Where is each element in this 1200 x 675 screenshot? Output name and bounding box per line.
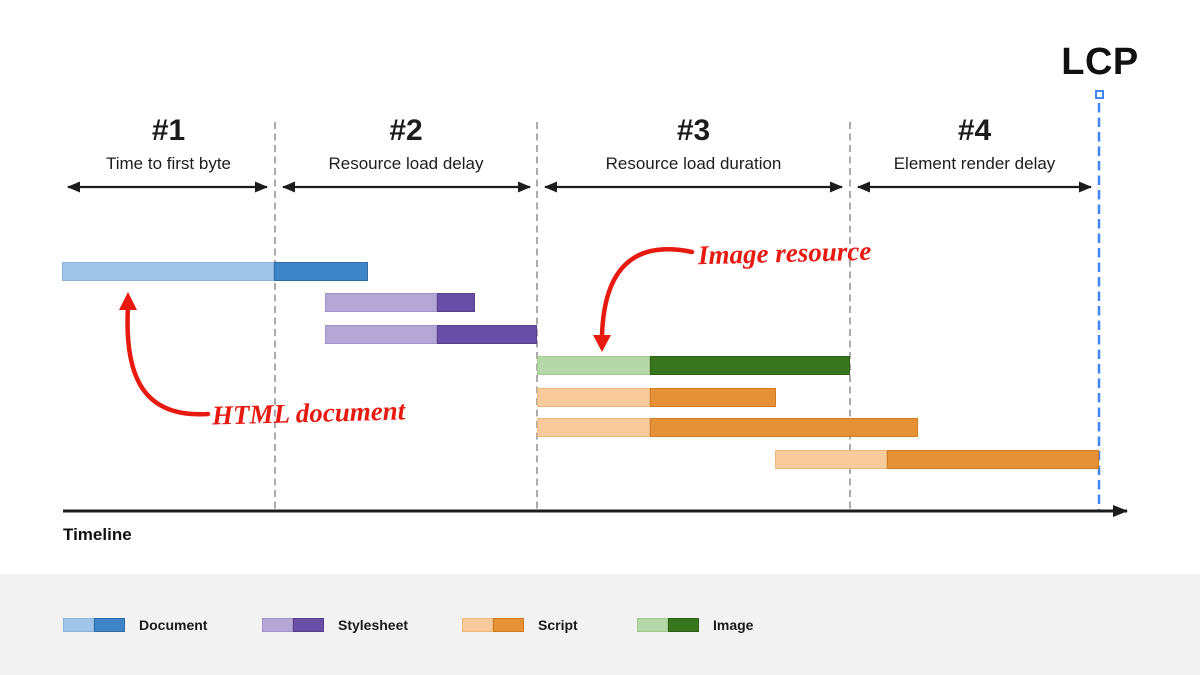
phase-number: #2 [389,114,423,147]
legend-swatch-dark [94,618,125,632]
phase-number: #3 [676,114,711,147]
script-bar [775,450,1099,469]
script-bar-light-segment [775,450,887,469]
document-bar-dark-segment [274,262,368,281]
lcp-marker-square [1095,90,1104,99]
phase-number: #1 [151,114,186,147]
legend-swatch-document [63,618,125,632]
document-bar-light-segment [62,262,274,281]
stylesheet-bar [325,293,475,312]
annotation-arrow-curve [599,247,695,339]
legend-label: Image [713,617,754,633]
stylesheet-bar-dark-segment [437,293,475,312]
legend-strip [0,574,1200,675]
legend-swatch-stylesheet [262,618,324,632]
legend-item-stylesheet: Stylesheet [262,615,408,635]
stylesheet-bar-light-segment [325,293,437,312]
legend-swatch-image [637,618,699,632]
legend-item-document: Document [63,615,207,635]
legend-swatch-script [462,618,524,632]
image-bar-dark-segment [650,356,850,375]
stylesheet-bar-light-segment [325,325,437,344]
annotation-html-document: HTML document [211,395,406,431]
legend-swatch-dark [493,618,524,632]
annotation-arrowhead [119,292,137,310]
script-bar-dark-segment [887,450,1099,469]
legend-item-script: Script [462,615,578,635]
annotation-arrowhead [593,335,611,352]
legend-item-image: Image [637,615,753,635]
annotation-image-resource: Image resource [697,235,872,271]
script-bar-light-segment [537,388,650,407]
phase-description: Resource load delay [328,154,484,173]
legend-swatch-light [637,618,668,632]
legend-swatch-dark [668,618,699,632]
lcp-title: LCP [1061,41,1139,83]
legend-label: Script [538,617,578,633]
phase-description: Time to first byte [105,154,231,173]
timeline-axis-label: Timeline [63,525,132,544]
script-bar-dark-segment [650,418,918,437]
phase-description: Element render delay [893,154,1056,173]
script-bar-dark-segment [650,388,776,407]
legend-label: Stylesheet [338,617,409,633]
legend-swatch-dark [293,618,324,632]
document-bar [62,262,368,281]
script-bar [537,418,918,437]
phase-description: Resource load duration [605,154,782,173]
script-bar [537,388,776,407]
legend-swatch-light [63,618,94,632]
image-bar [537,356,850,375]
stylesheet-bar [325,325,537,344]
legend-swatch-light [262,618,293,632]
script-bar-light-segment [537,418,650,437]
legend-label: Document [139,617,208,633]
legend-swatch-light [462,618,493,632]
annotation-arrow-curve [125,303,211,417]
phase-number: #4 [957,114,992,147]
stylesheet-bar-dark-segment [437,325,537,344]
image-bar-light-segment [537,356,650,375]
